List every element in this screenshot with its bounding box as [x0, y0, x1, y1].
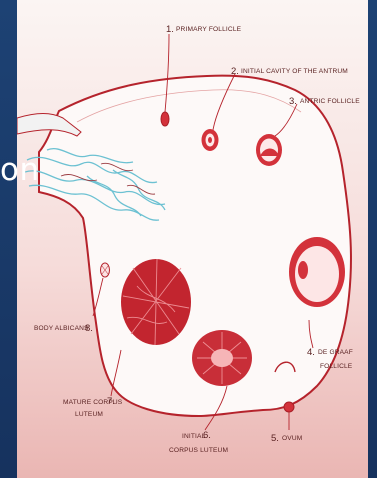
ovum	[284, 402, 294, 412]
label-2-number: 2.	[231, 66, 239, 77]
label-8-number: 8.	[85, 323, 93, 334]
primary-follicle	[161, 112, 169, 126]
label-6-number: 6.	[203, 430, 211, 441]
label-3-text: ANTRIC FOLLICLE	[300, 98, 360, 105]
label-6-text-line-2: CORPUS LUTEUM	[169, 447, 228, 454]
label-7-text-line-2: LUTEUM	[75, 411, 103, 418]
ovarian-cycle-diagram: 1. PRIMARY FOLLICLE 2. INITIAL CAVITY OF…	[17, 0, 368, 478]
label-1-text: PRIMARY FOLLICLE	[176, 26, 242, 33]
antric-follicle	[256, 134, 282, 166]
diagram-svg: 1. PRIMARY FOLLICLE 2. INITIAL CAVITY OF…	[17, 0, 368, 478]
label-7-number: 7.	[107, 396, 115, 407]
label-4-text-line-1: DE GRAAF	[318, 349, 353, 356]
initial-antrum-follicle	[202, 129, 219, 151]
mature-corpus-luteum	[121, 259, 191, 345]
initial-corpus-luteum	[192, 330, 252, 386]
label-4-text-line-2: FOLLICLE	[320, 363, 353, 370]
label-1-number: 1.	[166, 24, 174, 35]
label-4-number: 4.	[307, 347, 315, 358]
de-graaf-follicle	[289, 237, 345, 307]
body-albicans	[101, 263, 110, 277]
label-2-text: INITIAL CAVITY OF THE ANTRUM	[241, 68, 348, 75]
label-5-number: 5.	[271, 433, 279, 444]
label-5-text: OVUM	[282, 435, 302, 442]
label-8-text: BODY ALBICANS	[34, 325, 89, 332]
label-3-number: 3.	[289, 96, 297, 107]
